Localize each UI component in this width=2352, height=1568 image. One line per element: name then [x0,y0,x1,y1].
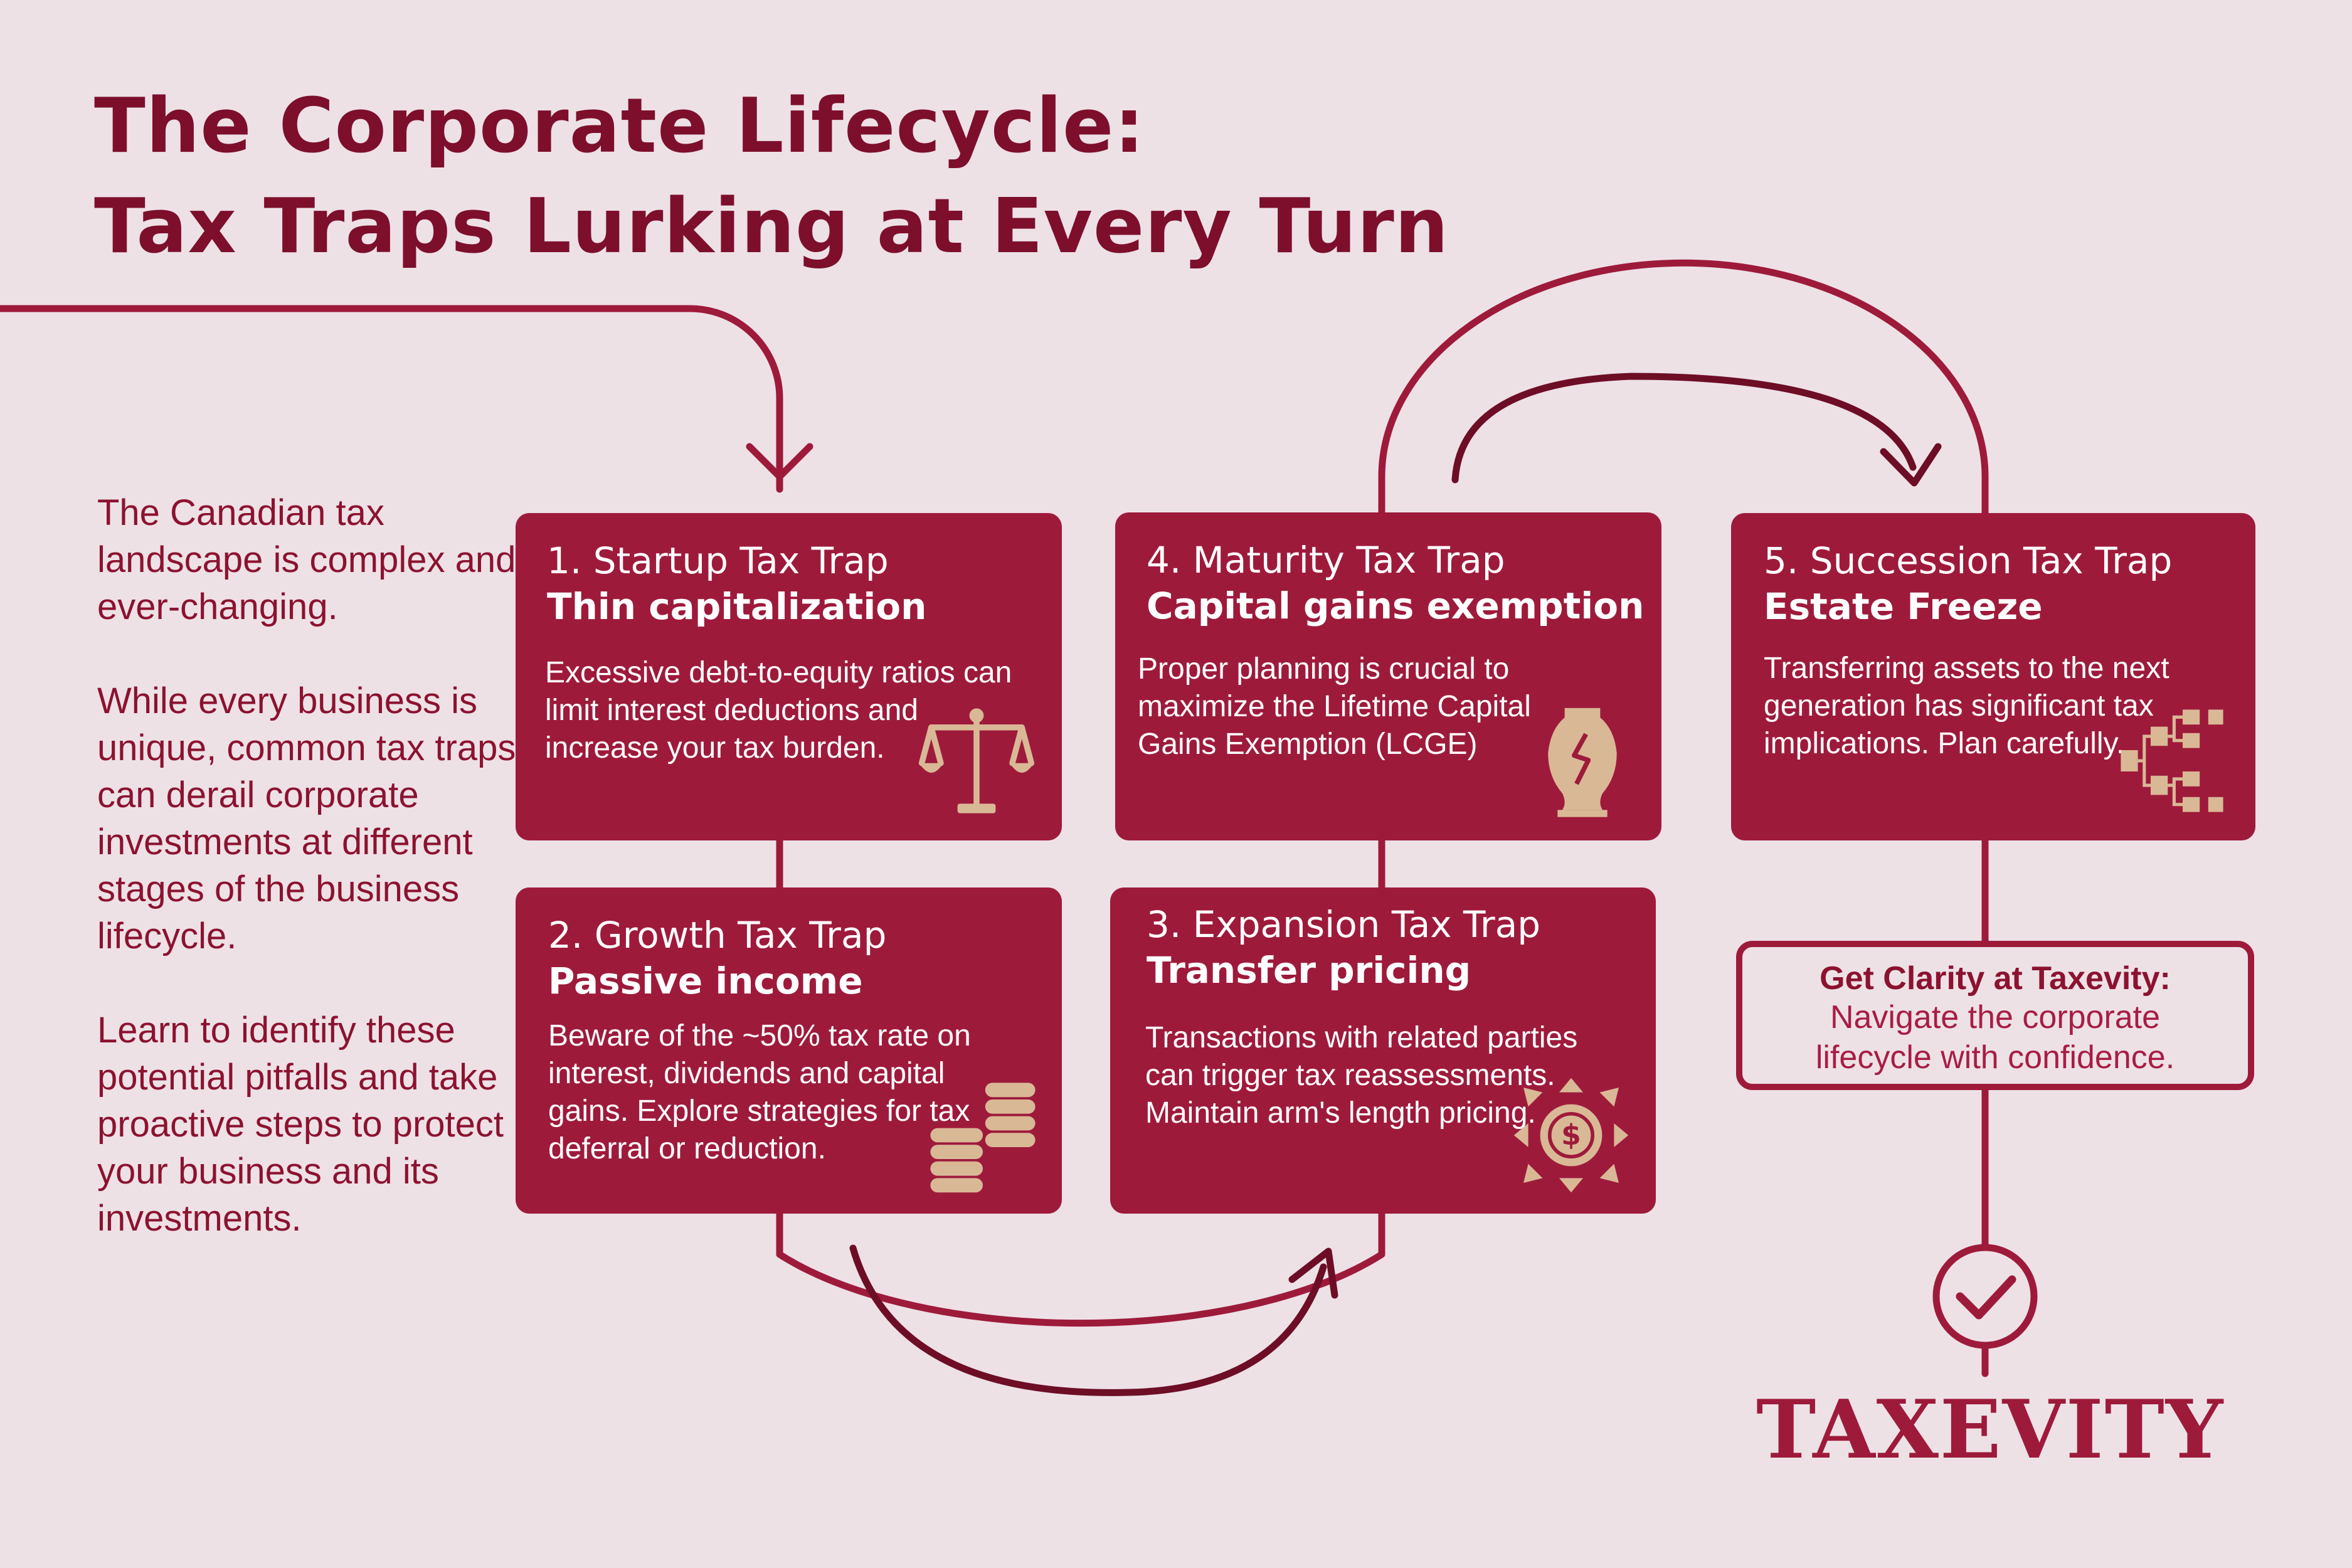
u-curve-2-3 [776,1210,1385,1327]
card-maturity-tax-trap: 4. Maturity Tax Trap Capital gains exemp… [1115,512,1661,840]
intro-paragraph-3: Learn to identify these potential pitfal… [97,1010,504,1239]
dollar-arrows-icon: $ [1513,1078,1629,1193]
inner-arrow-top [1451,373,1917,484]
cta-text: Navigate the corporate lifecycle with co… [1815,999,2175,1076]
check-circle-icon [1932,1244,2038,1349]
card-expansion-tax-trap: 3. Expansion Tax Trap Transfer pricing T… [1110,887,1656,1214]
inner-arrow-bottom-head [1288,1248,1338,1299]
card-stage-label: 3. Expansion Tax Trap [1147,903,1541,946]
card-trap-title: Passive income [548,960,863,1002]
intro-text: The Canadian tax landscape is complex an… [97,489,524,1289]
inner-arrow-top-head [1880,443,1942,487]
card-growth-tax-trap: 2. Growth Tax Trap Passive income Beware… [516,887,1062,1214]
coin-stacks-icon [930,1083,1036,1193]
entry-line [0,305,783,493]
card-stage-label: 1. Startup Tax Trap [547,539,889,582]
card-description: Transactions with related parties can tr… [1145,1021,1578,1130]
card-trap-title: Capital gains exemption [1147,585,1645,627]
arch-4-5 [1378,259,1989,518]
cta-title: Get Clarity at Taxevity: [1820,960,2171,997]
card-trap-title: Estate Freeze [1764,585,2043,628]
card-description: Transferring assets to the next generati… [1764,652,2169,760]
card-stage-label: 5. Succession Tax Trap [1764,539,2173,582]
page-title: The Corporate Lifecycle: Tax Traps Lurki… [94,77,1449,277]
broken-vase-icon [1548,707,1617,817]
card-succession-tax-trap: 5. Succession Tax Trap Estate Freeze Tra… [1731,513,2255,840]
arrow-head-card-1 [746,443,813,480]
cta-box: Get Clarity at Taxevity: Navigate the co… [1736,941,2254,1090]
card-startup-tax-trap: 1. Startup Tax Trap Thin capitalization … [516,513,1062,840]
intro-paragraph-1: The Canadian tax landscape is complex an… [97,492,516,627]
hierarchy-icon [2121,709,2223,812]
card-description: Excessive debt-to-equity ratios can limi… [545,656,1012,765]
title-line-2: Tax Traps Lurking at Every Turn [94,183,1449,270]
title-line-1: The Corporate Lifecycle: [94,83,1145,170]
card-stage-label: 4. Maturity Tax Trap [1147,539,1505,581]
svg-text:$: $ [1561,1118,1581,1152]
scales-icon [918,708,1035,813]
card-description: Beware of the ~50% tax rate on interest,… [548,1019,971,1165]
card-description: Proper planning is crucial to maximize t… [1138,652,1531,761]
card-trap-title: Transfer pricing [1147,949,1471,992]
intro-paragraph-2: While every business is unique, common t… [97,681,516,956]
card-stage-label: 2. Growth Tax Trap [548,914,887,956]
card-trap-title: Thin capitalization [547,585,927,628]
inner-arrow-bottom [849,1244,1327,1396]
taxevity-logo: TAXEVITY [1756,1383,2225,1477]
